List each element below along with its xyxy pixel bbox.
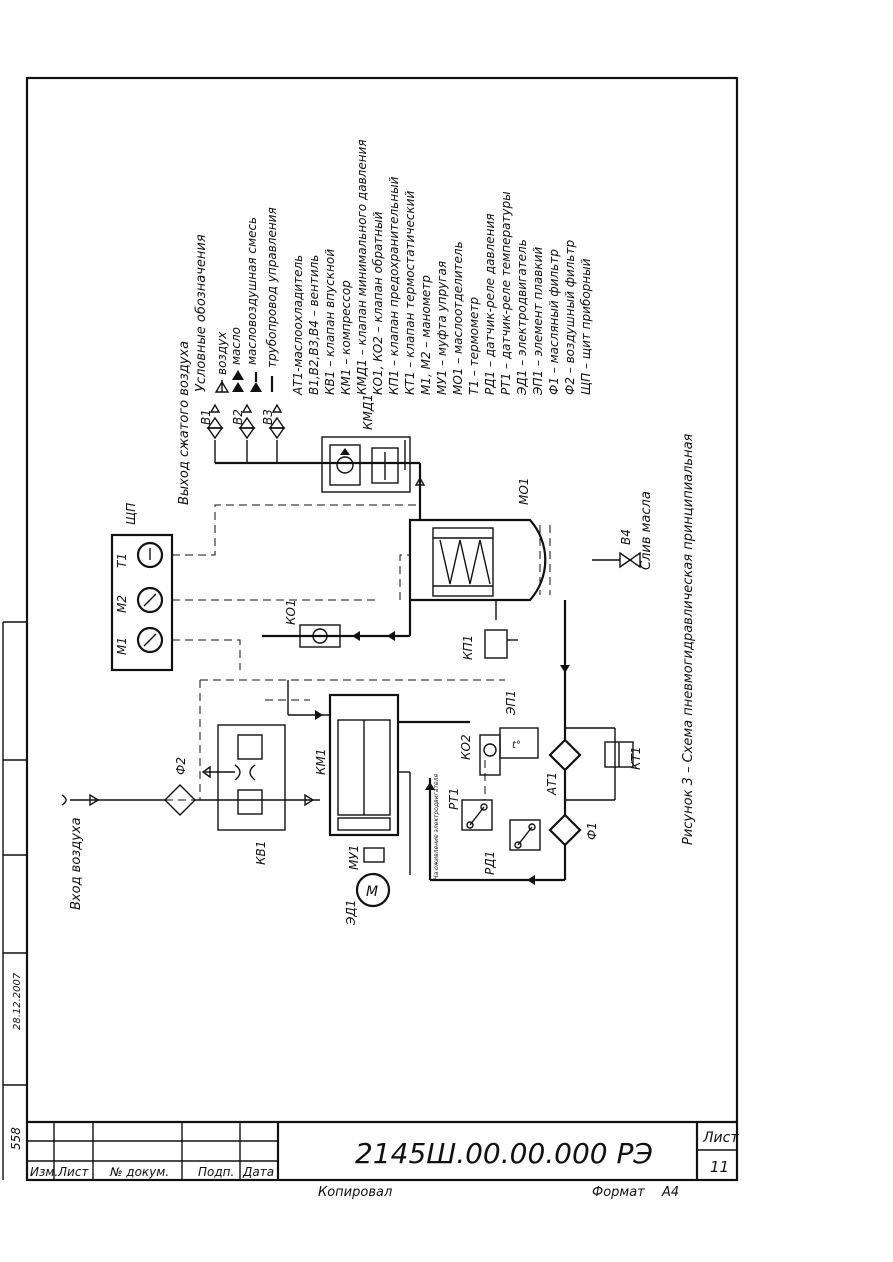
inventory-number: 558 <box>9 1127 23 1150</box>
legend-item: КП1 – клапан предохранительный <box>387 176 401 395</box>
fuse-ep1: t° <box>499 727 539 759</box>
stamp-list: Лист <box>57 1165 89 1179</box>
ko1-label: КО1 <box>284 599 298 625</box>
kt1-label: КТ1 <box>629 747 643 770</box>
f2-label: Ф2 <box>174 757 188 775</box>
check-valve-ko1 <box>262 600 412 648</box>
legend-item: ЭП1 – элемент плавкий <box>531 247 545 396</box>
legend-item: МО1 – маслоотделитель <box>451 241 465 395</box>
intake-valve-kv1 <box>201 724 286 831</box>
stamp-izm: Изм. <box>30 1165 58 1179</box>
legend-oil-symbol <box>232 370 244 392</box>
pressure-relay-rd1 <box>509 819 541 851</box>
m2-label: М2 <box>115 595 129 613</box>
outlet-valves <box>206 403 420 465</box>
legend-item: Т1 – термометр <box>467 297 481 395</box>
legend-mix: масловоздушная смесь <box>245 217 259 365</box>
sheet-frame <box>25 76 739 1182</box>
sheet-label: Лист <box>702 1130 739 1146</box>
ko2-label: КО2 <box>459 734 473 760</box>
m1-label: М1 <box>115 637 129 655</box>
legend-item: РД1 – датчик-реле давления <box>483 214 497 396</box>
outlet-label: Выход сжатого воздуха <box>177 341 192 505</box>
kv1-label: КВ1 <box>254 841 268 865</box>
at1-label: АТ1 <box>545 772 559 796</box>
legend-ctrl: трубопровод управления <box>265 207 279 368</box>
thermo-valve-kt1 <box>604 741 634 768</box>
svg-text:t°: t° <box>512 740 521 751</box>
legend: Условные обозначения воздух масло маслов… <box>194 139 593 396</box>
thermo-relay-rt1 <box>461 799 493 831</box>
coupling-mu1 <box>363 847 385 863</box>
stamp-doc: № докум. <box>109 1165 169 1179</box>
outlet-arrow <box>414 476 426 486</box>
valve-v1-label: В1 <box>199 409 213 425</box>
legend-item: ЭД1 – электродвигатель <box>515 239 529 396</box>
sheet-number: 11 <box>710 1158 729 1176</box>
legend-item: РТ1 – датчик-реле температуры <box>499 191 513 395</box>
kp1-label: КП1 <box>461 635 475 660</box>
copied-label: Копировал <box>318 1185 392 1200</box>
instrument-panel <box>110 533 174 672</box>
ep1-label: ЭП1 <box>504 690 518 716</box>
compressor-km1 <box>287 680 470 875</box>
legend-item: КО1, КО2 – клапан обратный <box>371 211 385 395</box>
rt1-label: РТ1 <box>447 788 461 810</box>
legend-oil: масло <box>229 327 243 365</box>
oil-circuit <box>425 600 616 885</box>
safety-valve-kp1 <box>484 600 518 659</box>
inlet-label: Вход воздуха <box>69 817 84 910</box>
shp-label: ЩП <box>124 503 138 525</box>
figure-caption: Рисунок 3 – Схема пневмогидравлическая п… <box>681 433 696 845</box>
legend-item: КТ1 – клапан термостатический <box>403 191 417 395</box>
v4-label: В4 <box>619 529 633 545</box>
ed1-label: ЭД1 <box>344 900 358 926</box>
oil-drain-label: Слив масла <box>639 491 654 570</box>
legend-mix-symbol <box>250 372 262 392</box>
kmd1-label: КМД1 <box>361 394 375 430</box>
legend-title: Условные обозначения <box>194 234 209 392</box>
rd1-label: РД1 <box>483 851 497 875</box>
motor-note: На оживление электродвигателя <box>433 774 440 880</box>
stamp-sign: Подп. <box>198 1165 234 1179</box>
legend-item: В1,В2,В3,В4 – вентиль <box>307 255 321 395</box>
legend-air: воздух <box>215 331 229 375</box>
legend-item: Ф2 – воздушный фильтр <box>563 240 577 395</box>
mo1-label: МО1 <box>517 478 531 505</box>
margin-date: 28.12.2007 <box>12 972 23 1030</box>
kmd1-valve <box>321 436 411 493</box>
t1-label: Т1 <box>115 553 129 568</box>
legend-item: Ф1 – масляный фильтр <box>547 249 561 395</box>
left-margin-strip: 558 28.12.2007 <box>2 621 27 1180</box>
oil-separator-mo1 <box>408 518 551 602</box>
document-code: 2145Ш.00.00.000 РЭ <box>355 1137 653 1170</box>
motor-ed1: М <box>355 872 391 908</box>
valve-v2-label: В2 <box>231 409 245 425</box>
check-valve-ko2 <box>479 734 501 776</box>
legend-item: МУ1 – муфта упругая <box>435 261 449 395</box>
legend-air-symbol <box>214 380 230 393</box>
legend-item: АТ1-маслоохладитель <box>291 255 305 396</box>
motor-symbol: М <box>366 884 378 900</box>
valve-v3-label: В3 <box>261 409 275 425</box>
format-label: Формат <box>592 1185 645 1200</box>
format-value: А4 <box>661 1185 679 1200</box>
mu1-label: МУ1 <box>347 845 361 870</box>
title-block: Изм. Лист № докум. Подп. Дата 2145Ш.00.0… <box>27 1120 739 1200</box>
inlet-line <box>61 784 320 816</box>
schematic: Выход сжатого воздуха В1 В2 В3 <box>61 341 696 926</box>
oil-drain-v4 <box>592 551 641 569</box>
legend-item: М1, М2 – манометр <box>419 275 433 395</box>
legend-item: КМ1 – компрессор <box>339 280 353 395</box>
km1-label: КМ1 <box>314 748 328 775</box>
f1-label: Ф1 <box>585 822 599 840</box>
legend-item: КВ1 – клапан впускной <box>323 249 337 395</box>
legend-item: КМД1 – клапан минимального давления <box>355 139 369 395</box>
stamp-date: Дата <box>242 1165 274 1179</box>
legend-item: ЩП – щит приборный <box>579 258 593 395</box>
